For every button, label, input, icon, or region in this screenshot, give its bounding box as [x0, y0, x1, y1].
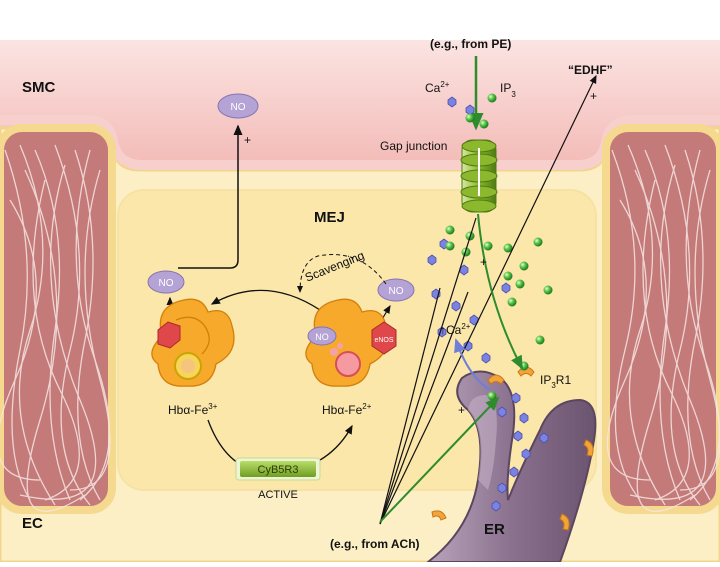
smc-fibers-left	[0, 124, 116, 514]
cyb5r3-box: CyB5R3	[235, 457, 321, 481]
hb-fe2-label: Hbα-Fe2+	[322, 402, 372, 417]
enos-enzyme: eNOS	[371, 321, 397, 355]
endoplasmic-reticulum: ER	[425, 370, 597, 563]
ach-to-er-arrow	[379, 396, 500, 523]
er-label: ER	[484, 521, 505, 538]
no-release-arrow	[178, 124, 243, 269]
pe-source-label: (e.g., from PE)	[430, 37, 511, 51]
lamina-band	[0, 115, 720, 170]
smc-fibers-right	[602, 124, 720, 514]
ip3r1-label: IP3R1	[540, 373, 571, 390]
scavenging-arrow	[297, 254, 387, 293]
gap-plus: +	[480, 255, 487, 269]
er-ca-arrow	[454, 338, 491, 391]
gap-junction: Gap junction	[380, 139, 498, 213]
ec-label: EC	[22, 515, 43, 532]
ach-arrows	[379, 74, 597, 525]
enos-text: eNOS	[374, 337, 393, 344]
gap-junction-label: Gap junction	[380, 139, 447, 153]
no-bound: NO	[307, 326, 337, 346]
ca-er-label: ↑Ca2+	[440, 322, 471, 337]
edhf-plus: +	[590, 89, 597, 103]
no-smc-text: NO	[231, 102, 246, 113]
no-left: NO	[147, 270, 185, 294]
ach-plus: +	[458, 403, 465, 417]
cycle-top-arrow	[210, 289, 321, 311]
smc-label: SMC	[22, 79, 56, 96]
no-left-text: NO	[159, 278, 174, 289]
no-smc: NO	[217, 93, 259, 119]
cyb5r3-text: CyB5R3	[258, 464, 299, 476]
no-right: NO	[377, 278, 415, 302]
mej-label: MEJ	[314, 209, 345, 226]
no-right-text: NO	[389, 286, 404, 297]
no-bound-text: NO	[315, 332, 329, 342]
ach-source-label: (e.g., from ACh)	[330, 537, 420, 551]
gap-to-ip3r-arrow	[477, 213, 523, 370]
no-plus: +	[244, 133, 251, 147]
ip3-top-label: IP3	[500, 81, 516, 99]
hb-fe3-label: Hbα-Fe3+	[168, 402, 218, 417]
hb-fe3-protein	[151, 298, 235, 387]
ca-top-label: Ca2+	[425, 80, 450, 95]
active-label: ACTIVE	[258, 489, 298, 501]
edhf-label: “EDHF”	[568, 63, 613, 77]
